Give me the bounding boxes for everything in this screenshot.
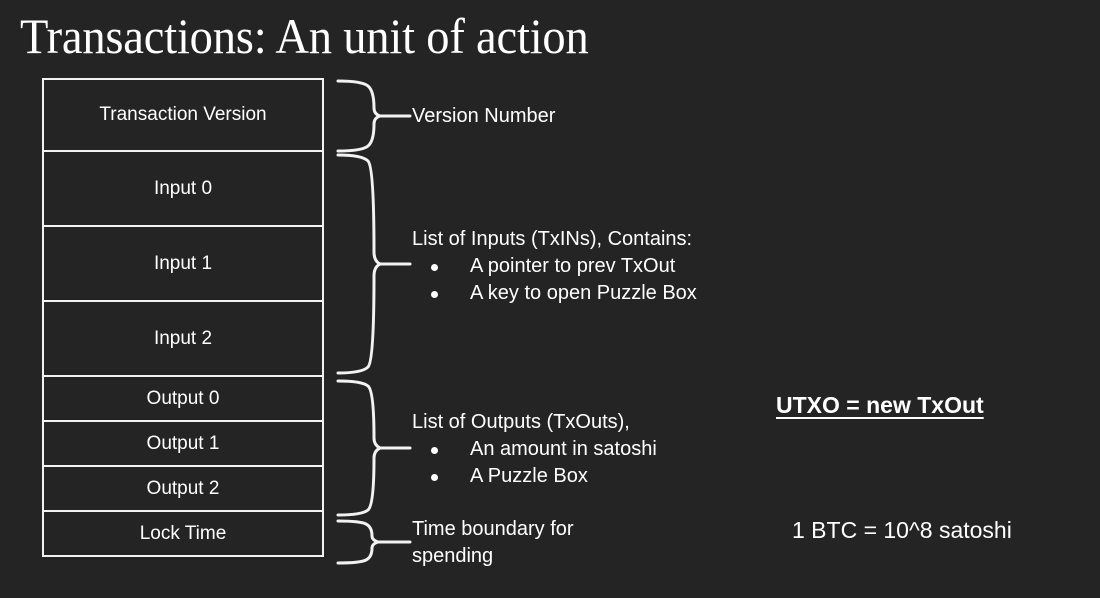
annotation-locktime-line2: spending [412, 545, 494, 567]
annotation-outputs: List of Outputs (TxOuts), An amount in s… [412, 409, 657, 490]
tx-field-output-1: Output 1 [42, 420, 324, 467]
brace-locktime-icon [336, 518, 416, 570]
annotation-inputs: List of Inputs (TxINs), Contains: A poin… [412, 226, 697, 307]
bullet-icon [431, 291, 438, 298]
annotation-inputs-list: A pointer to prev TxOut A key to open Pu… [412, 253, 697, 307]
annotation-version-heading: Version Number [412, 105, 556, 127]
tx-field-input-0: Input 0 [42, 150, 324, 227]
annotation-outputs-list: An amount in satoshi A Puzzle Box [412, 436, 657, 490]
annotation-inputs-heading: List of Inputs (TxINs), Contains: [412, 228, 693, 250]
annotation-locktime: Time boundary for spending [412, 516, 574, 570]
annotation-locktime-line1: Time boundary for [412, 518, 574, 540]
callout-btc: 1 BTC = 10^8 satoshi [792, 517, 1012, 543]
brace-outputs-icon [336, 378, 416, 520]
list-item: A Puzzle Box [412, 463, 657, 490]
bullet-icon [431, 447, 438, 454]
list-item-label: A Puzzle Box [470, 465, 588, 487]
list-item: A pointer to prev TxOut [412, 253, 697, 280]
brace-version-icon [336, 78, 416, 154]
callout-utxo: UTXO = new TxOut [776, 392, 984, 418]
tx-field-transaction-version: Transaction Version [42, 78, 324, 152]
bullet-icon [431, 474, 438, 481]
tx-field-output-2: Output 2 [42, 465, 324, 512]
annotation-outputs-heading: List of Outputs (TxOuts), [412, 411, 630, 433]
list-item: A key to open Puzzle Box [412, 280, 697, 307]
tx-field-input-2: Input 2 [42, 300, 324, 377]
annotation-version: Version Number [412, 103, 555, 130]
bullet-icon [431, 264, 438, 271]
transaction-structure-diagram: Transaction Version Input 0 Input 1 Inpu… [42, 78, 324, 557]
tx-field-input-1: Input 1 [42, 225, 324, 302]
list-item-label: A key to open Puzzle Box [470, 282, 697, 304]
list-item-label: An amount in satoshi [470, 438, 657, 460]
tx-field-lock-time: Lock Time [42, 510, 324, 557]
page-title: Transactions: An unit of action [20, 8, 589, 64]
tx-field-output-0: Output 0 [42, 375, 324, 422]
brace-inputs-icon [336, 152, 416, 380]
list-item-label: A pointer to prev TxOut [470, 255, 676, 277]
list-item: An amount in satoshi [412, 436, 657, 463]
